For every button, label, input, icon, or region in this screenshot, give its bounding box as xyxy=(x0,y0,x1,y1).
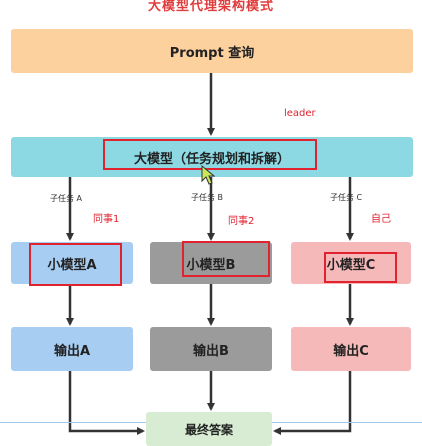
colleague2-annotation: 同事2 xyxy=(228,216,255,227)
arrow-out-a-to-final xyxy=(68,371,145,435)
highlight-small-a xyxy=(29,243,122,286)
prompt-label: Prompt 查询 xyxy=(169,45,255,61)
colleague1-annotation: 同事1 xyxy=(93,214,120,225)
big-model-node: 大模型（任务规划和拆解） xyxy=(11,137,413,177)
small-model-b-node: 小模型B xyxy=(150,242,272,284)
arrow-out-c-to-final xyxy=(273,371,352,435)
small-model-a-label: 小模型A xyxy=(47,257,97,273)
self-annotation: 自己 xyxy=(371,214,391,225)
subtask-a-label: 子任务 A xyxy=(50,194,83,203)
output-b-label: 输出B xyxy=(193,343,229,359)
final-answer-node: 最终答案 xyxy=(146,412,272,446)
small-model-a-node: 小模型A xyxy=(11,242,133,284)
subtask-b-label: 子任务 B xyxy=(191,193,224,202)
mouse-cursor-icon xyxy=(201,165,215,185)
output-b-node: 输出B xyxy=(150,327,272,371)
small-model-c-node: 小模型C xyxy=(291,242,411,284)
output-a-node: 输出A xyxy=(11,327,133,371)
final-answer-label: 最终答案 xyxy=(184,422,233,437)
leader-annotation: leader xyxy=(284,108,316,119)
diagram-title: 大模型代理架构模式 xyxy=(147,0,274,14)
big-model-label: 大模型（任务规划和拆解） xyxy=(133,151,290,167)
output-c-node: 输出C xyxy=(291,327,411,371)
small-model-b-label: 小模型B xyxy=(186,257,236,273)
output-c-label: 输出C xyxy=(333,343,369,359)
output-a-label: 输出A xyxy=(53,343,91,359)
highlight-small-b xyxy=(182,241,270,277)
small-model-c-label: 小模型C xyxy=(326,257,376,273)
subtask-c-label: 子任务 C xyxy=(330,193,363,202)
highlight-big-model xyxy=(103,139,317,170)
highlight-small-c xyxy=(324,252,397,283)
prompt-node: Prompt 查询 xyxy=(11,29,413,73)
